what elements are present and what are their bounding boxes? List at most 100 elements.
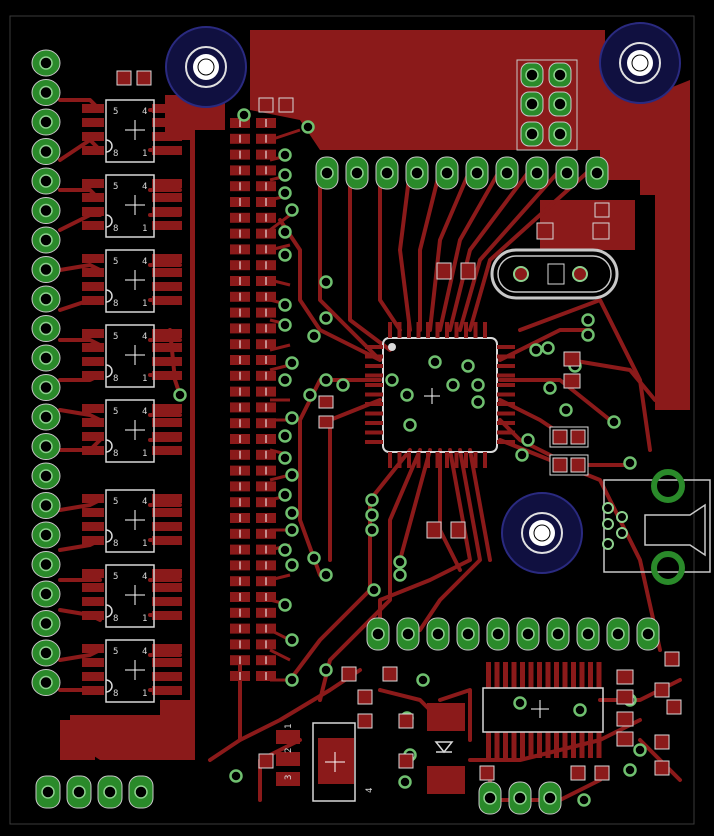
crystal-oscillator	[490, 248, 619, 300]
ic-pin-8-label: 8	[113, 374, 118, 384]
via	[559, 403, 573, 417]
via	[285, 523, 299, 537]
ic-pin-1-label: 1	[142, 374, 147, 384]
smd-resistor	[230, 560, 276, 571]
header-pad	[31, 403, 61, 431]
header-pad	[31, 374, 61, 401]
via	[307, 329, 321, 343]
smd-resistor	[230, 576, 276, 587]
power-header	[35, 775, 154, 809]
ic-pin-8-label: 8	[113, 449, 118, 459]
via	[515, 448, 529, 462]
via	[285, 506, 299, 520]
via	[319, 568, 333, 582]
header-pad	[546, 617, 570, 651]
header-pad	[606, 617, 630, 651]
via	[278, 186, 292, 200]
via	[319, 275, 333, 289]
smd-resistor	[230, 355, 276, 365]
header-pad	[520, 62, 544, 88]
smd-resistor	[230, 639, 276, 650]
smd-resistor	[230, 513, 276, 523]
smd-resistor	[230, 307, 276, 318]
header-pad	[486, 617, 510, 651]
smd-resistor-column	[230, 118, 276, 681]
header-pad	[538, 781, 562, 815]
via	[285, 411, 299, 425]
ic-pin-8-label: 8	[113, 614, 118, 624]
via	[428, 355, 442, 369]
smd-resistor	[230, 465, 276, 476]
header-pad	[31, 639, 61, 667]
smd-resistor	[230, 291, 276, 302]
ic-pin-1-label: 1	[142, 614, 147, 624]
ic-pin-5-label: 5	[113, 182, 118, 192]
header-pad	[405, 156, 429, 190]
header-pad	[31, 256, 61, 283]
header-pad	[31, 285, 61, 313]
header-pad	[31, 108, 61, 136]
via	[385, 373, 399, 387]
via	[237, 108, 251, 122]
header-pad	[636, 617, 660, 651]
smd-resistor	[230, 655, 276, 666]
via	[541, 341, 555, 355]
header-pad	[375, 156, 399, 190]
smd-resistor	[230, 339, 276, 350]
header-pad	[508, 781, 532, 815]
smd-resistor	[230, 623, 276, 634]
via	[278, 248, 292, 262]
smd-resistor	[230, 181, 276, 192]
header-pad	[585, 156, 609, 190]
ic-pin-5-label: 5	[113, 332, 118, 342]
ic-pin-1-label: 1	[142, 689, 147, 699]
ic-pin-4-label: 4	[142, 647, 147, 657]
via	[285, 633, 299, 647]
via	[319, 373, 333, 387]
top-header-pads	[315, 156, 609, 190]
smd-resistor	[230, 260, 276, 271]
via	[278, 298, 292, 312]
via	[278, 488, 292, 502]
ic-pin-8-label: 8	[113, 539, 118, 549]
via	[513, 696, 527, 710]
header-pad	[66, 775, 92, 809]
header-pad	[31, 462, 61, 490]
regulator-pin-4-label: 4	[365, 788, 375, 793]
board-outline	[9, 15, 695, 825]
smd-resistor	[230, 386, 276, 397]
via	[581, 328, 595, 342]
header-pad	[576, 617, 600, 651]
smd-resistor	[230, 671, 276, 681]
via	[278, 148, 292, 162]
header-pad	[31, 610, 61, 637]
header-pad	[31, 492, 61, 519]
header-pad	[31, 521, 61, 549]
smd-resistor	[230, 370, 276, 381]
ic-pin-4-label: 4	[142, 572, 147, 582]
header-pad	[516, 617, 540, 651]
smd-resistor	[230, 197, 276, 207]
via	[285, 203, 299, 217]
usb-shield-pad-top	[651, 469, 685, 503]
via	[319, 311, 333, 325]
via	[278, 429, 292, 443]
ic-pin-4-label: 4	[142, 407, 147, 417]
via	[398, 775, 412, 789]
via	[623, 456, 637, 470]
ic-pin-1-label: 1	[142, 539, 147, 549]
via	[285, 673, 299, 687]
icsp-header	[516, 59, 578, 151]
header-pad	[31, 551, 61, 578]
via	[278, 451, 292, 465]
ic-pin-4-label: 4	[142, 107, 147, 117]
header-pad	[31, 580, 61, 608]
via	[471, 395, 485, 409]
smd-resistor	[230, 149, 276, 160]
header-pad	[31, 433, 61, 460]
